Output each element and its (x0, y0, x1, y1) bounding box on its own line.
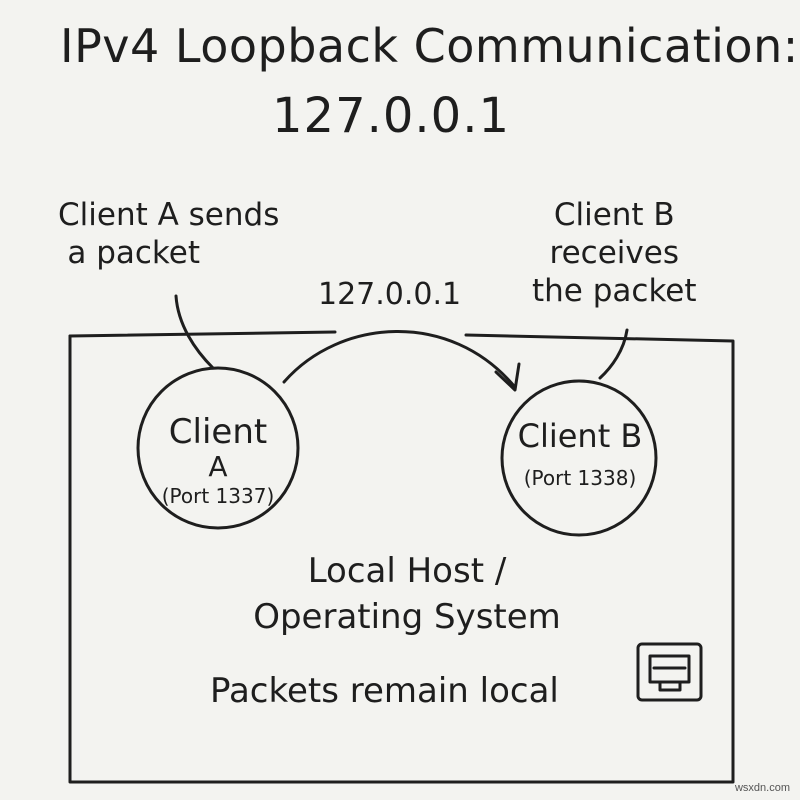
client-b-leader (598, 328, 629, 380)
client-b-name: Client B (517, 417, 643, 455)
network-port-icon (636, 642, 703, 702)
client-a-letter: A (208, 450, 228, 483)
local-host-box-top-left (68, 330, 337, 338)
client-a-caption: Client A sends a packet (58, 197, 280, 271)
client-b-circle (500, 379, 658, 537)
local-host-title: Local Host / Operating System (232, 548, 582, 640)
diagram-subtitle: 127.0.0.1 (272, 88, 511, 144)
local-host-title-line1: Local Host / (307, 551, 507, 591)
client-a-circle (136, 366, 300, 530)
transfer-arrowhead (494, 362, 521, 392)
transfer-arrow (282, 330, 516, 388)
local-host-title-line2: Operating System (253, 597, 561, 637)
client-b-node: Client B (Port 1338) (510, 416, 650, 492)
local-footer: Packets remain local (210, 671, 559, 711)
client-a-leader (174, 294, 215, 370)
arrow-label: 127.0.0.1 (318, 277, 462, 312)
client-a-node: Client A (Port 1337) (148, 412, 288, 510)
client-b-caption: Client B receives the packet (532, 197, 697, 309)
client-b-port: (Port 1338) (523, 466, 637, 490)
client-a-port: (Port 1337) (161, 484, 275, 508)
client-a-name: Client (168, 412, 268, 452)
local-host-box (68, 333, 735, 784)
diagram-title: IPv4 Loopback Communication: (60, 19, 799, 73)
watermark: wsxdn.com (734, 782, 790, 794)
